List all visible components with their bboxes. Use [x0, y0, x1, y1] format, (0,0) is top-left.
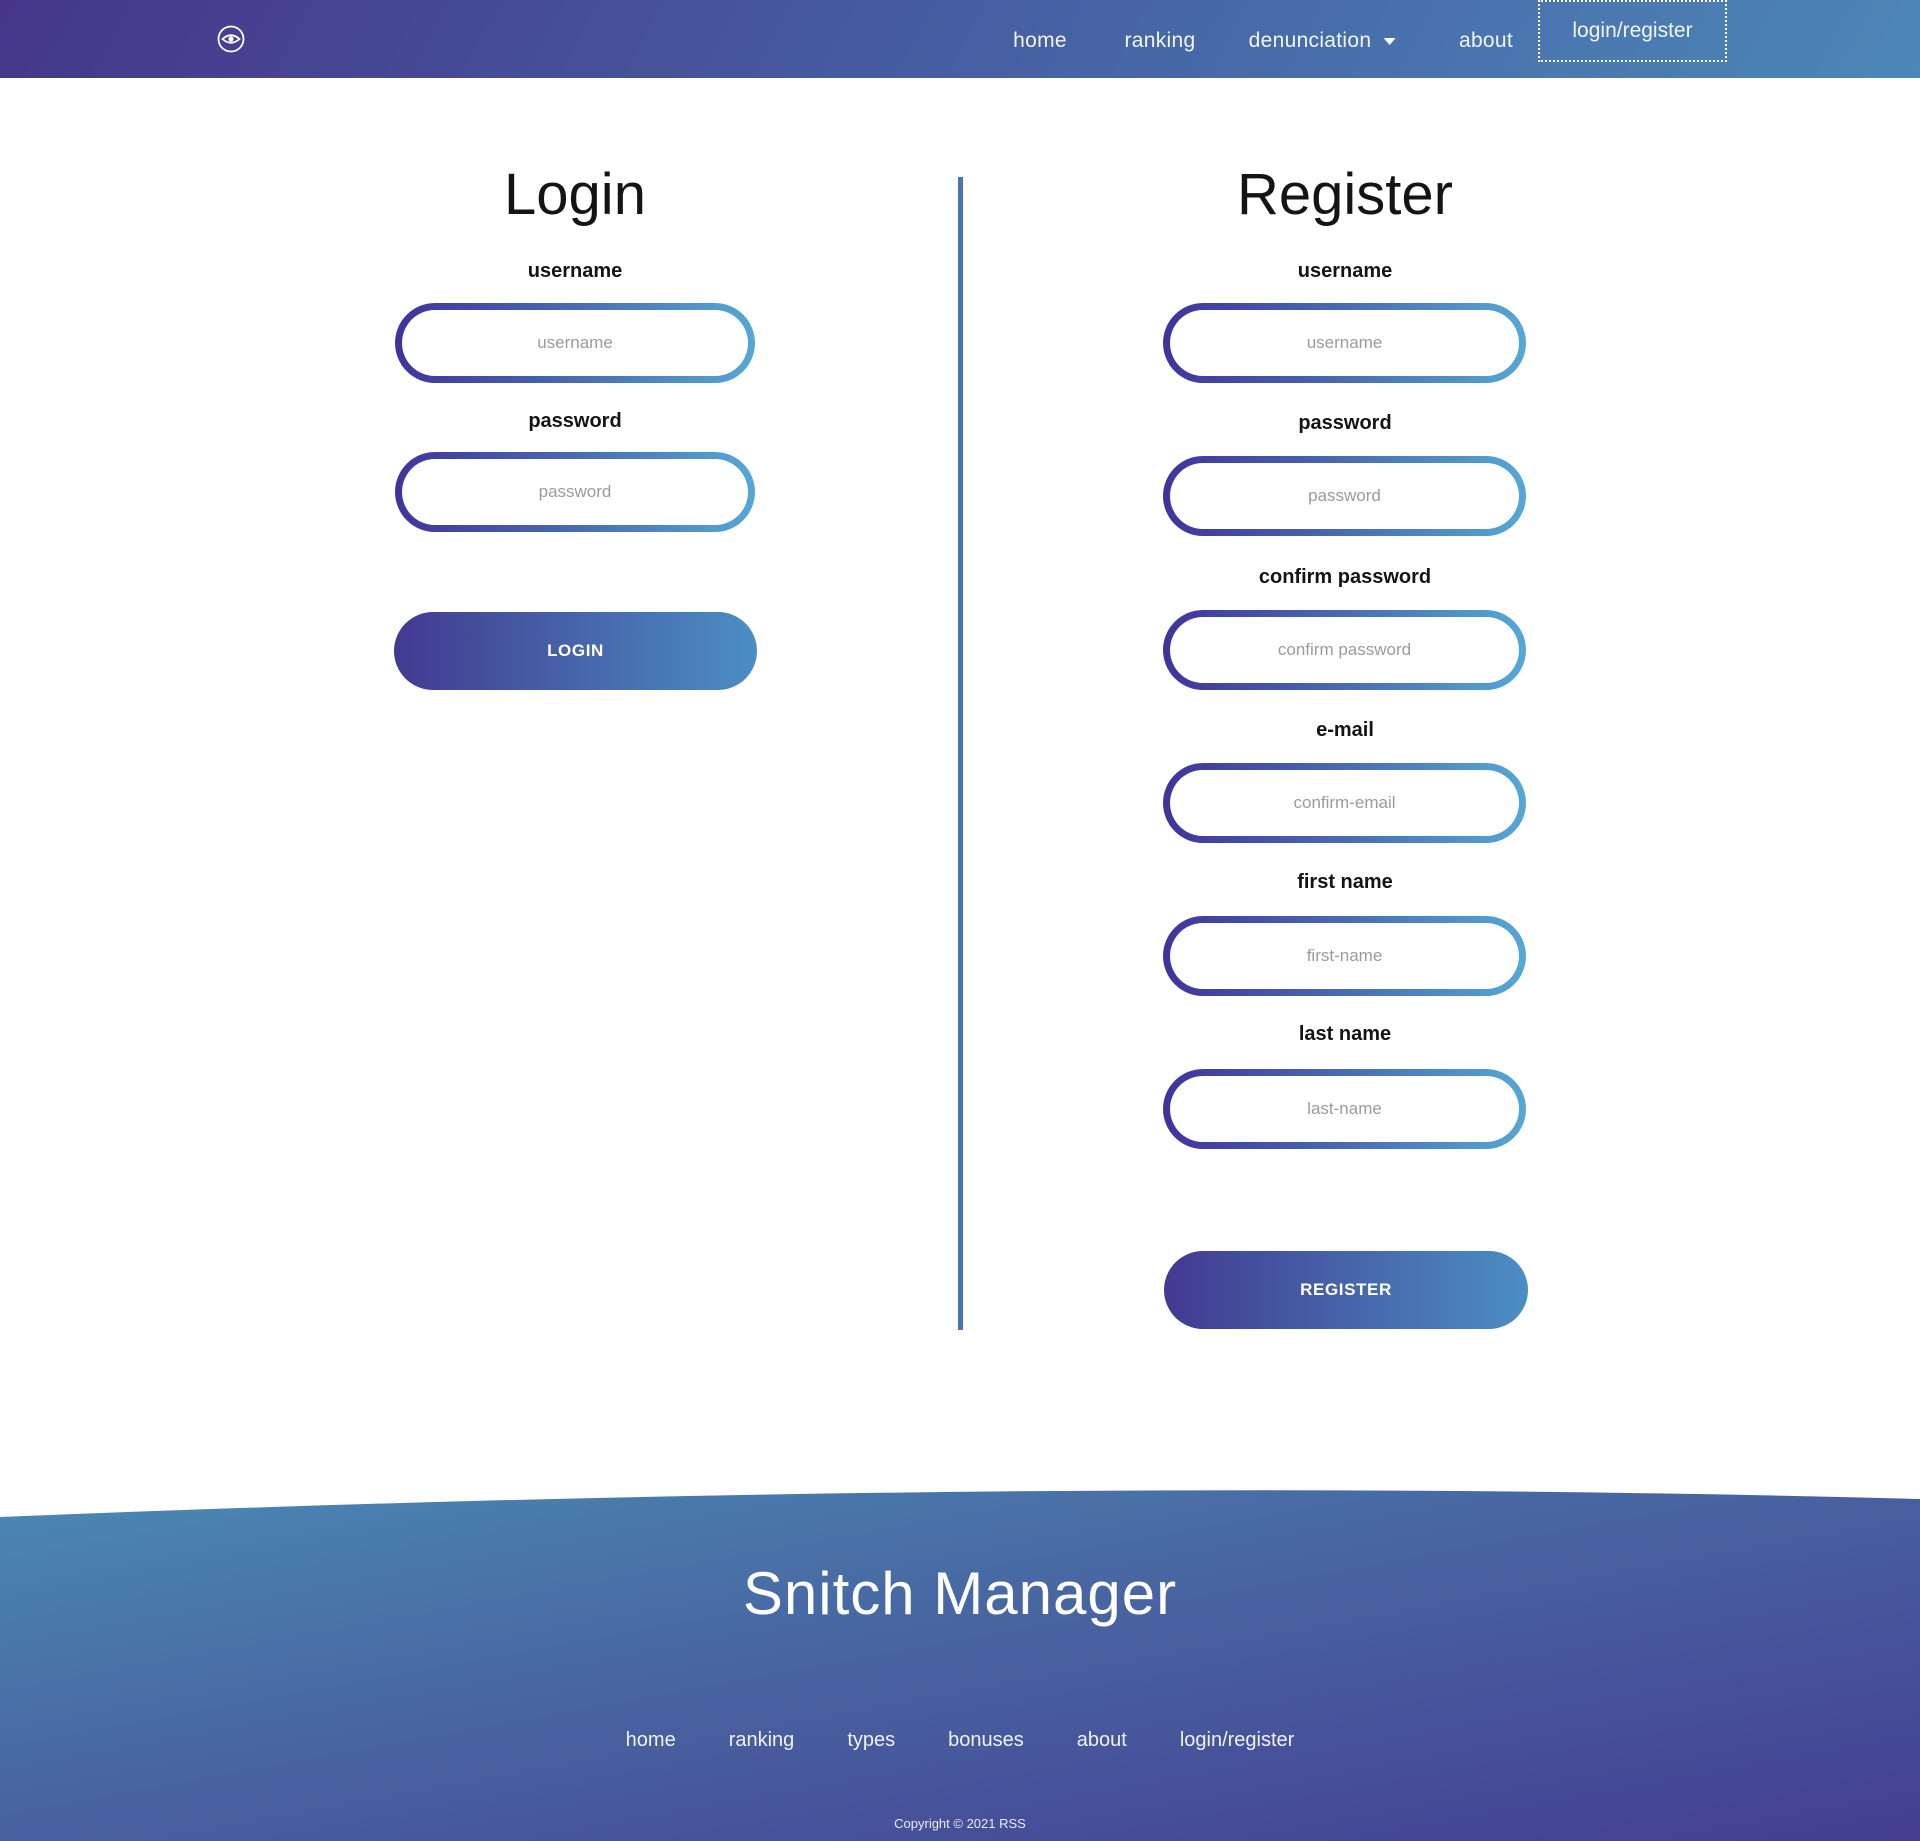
register-confirm-password-input[interactable] [1163, 610, 1526, 690]
register-first-name-input[interactable] [1163, 916, 1526, 996]
footer-link-bonuses[interactable]: bonuses [948, 1729, 1024, 1751]
footer-link-login-register[interactable]: login/register [1179, 1729, 1295, 1751]
footer-link-about[interactable]: about [1076, 1729, 1127, 1751]
login-password-input[interactable] [395, 452, 755, 532]
register-password-label: password [1298, 412, 1392, 434]
eye-logo[interactable] [214, 22, 248, 56]
footer-curve-background [0, 1490, 1920, 1841]
nav-item-denunciation-label: denunciation [1248, 29, 1372, 52]
login-username-label: username [527, 260, 623, 282]
nav-item-home[interactable]: home [1013, 29, 1067, 53]
login-username-input[interactable] [395, 303, 755, 383]
footer: Snitch Manager home ranking types bonuse… [0, 1483, 1920, 1841]
footer-link-types[interactable]: types [847, 1729, 896, 1751]
nav-item-login-register[interactable]: login/register [1538, 0, 1727, 62]
nav-item-ranking[interactable]: ranking [1125, 29, 1196, 53]
nav-item-login-register-label: login/register [1572, 19, 1693, 42]
nav-item-denunciation[interactable]: denunciation [1249, 29, 1396, 53]
register-email-input[interactable] [1163, 763, 1526, 843]
login-button[interactable]: LOGIN [394, 612, 757, 690]
login-password-label: password [528, 410, 622, 432]
footer-copyright: Copyright © 2021 RSS [894, 1816, 1026, 1831]
footer-brand-title: Snitch Manager [742, 1560, 1178, 1627]
footer-link-home[interactable]: home [625, 1729, 676, 1751]
register-last-name-input[interactable] [1163, 1069, 1526, 1149]
nav-item-home-label: home [1013, 29, 1067, 52]
register-username-input[interactable] [1163, 303, 1526, 383]
register-last-name-label: last name [1298, 1023, 1392, 1045]
eye-icon [217, 25, 245, 53]
nav-item-about[interactable]: about [1459, 29, 1513, 53]
top-navbar: home ranking denunciation about login/re… [0, 0, 1920, 78]
footer-link-ranking[interactable]: ranking [728, 1729, 795, 1751]
register-confirm-password-label: confirm password [1258, 566, 1432, 588]
footer-nav: home ranking types bonuses about login/r… [0, 1729, 1920, 1752]
register-title: Register [1237, 162, 1453, 227]
register-first-name-label: first name [1297, 871, 1393, 893]
register-button[interactable]: REGISTER [1164, 1251, 1528, 1329]
register-username-label: username [1297, 260, 1393, 282]
register-password-input[interactable] [1163, 456, 1526, 536]
nav-item-ranking-label: ranking [1124, 29, 1196, 52]
login-title: Login [504, 162, 646, 227]
chevron-down-icon [1383, 37, 1396, 45]
column-divider [958, 177, 963, 1330]
register-email-label: e-mail [1316, 719, 1374, 741]
nav-item-about-label: about [1458, 29, 1514, 52]
